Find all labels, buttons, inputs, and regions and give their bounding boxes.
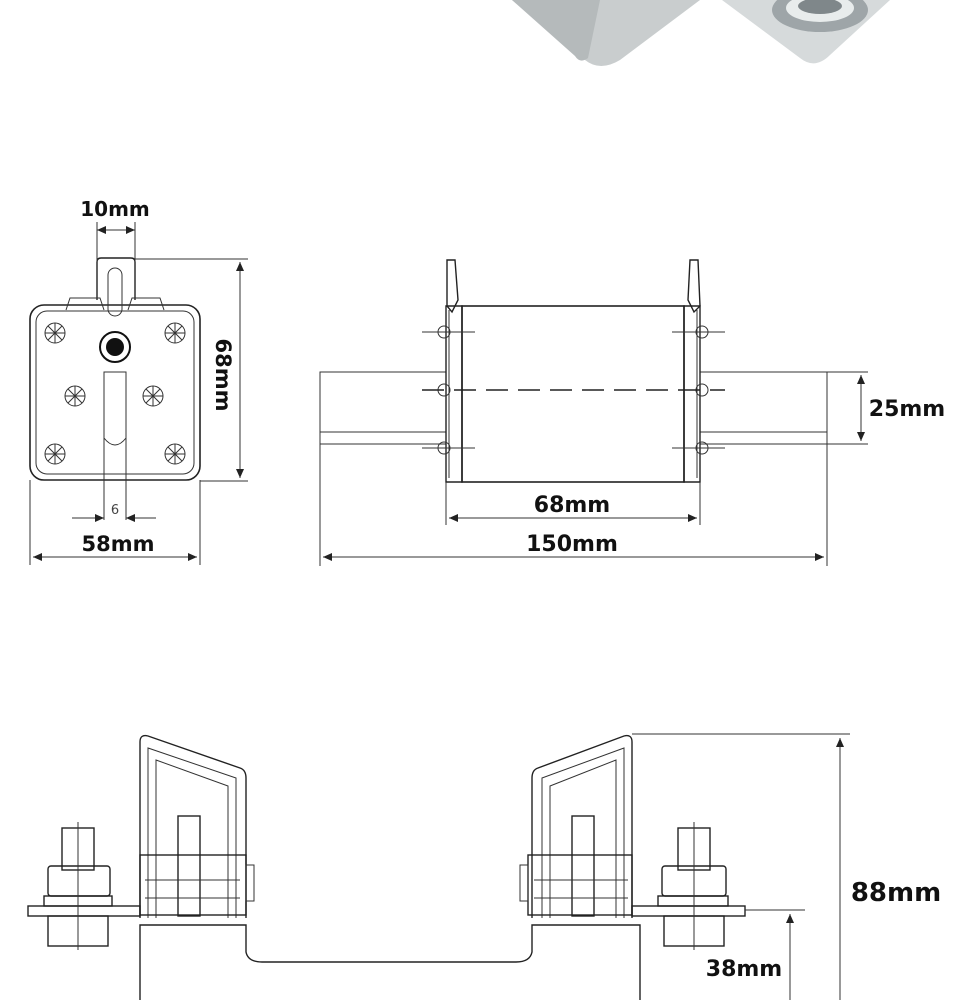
contact-height-label: 38mm [706,957,782,982]
front-height-label: 68mm [211,339,235,412]
base-view [27,733,850,1000]
total-length-label: 150mm [526,532,618,557]
slot-width-label: 10mm [80,197,150,221]
knife-thickness-label: 6 [111,503,119,518]
total-height-label: 88mm [851,878,941,908]
side-view [319,259,868,566]
blade-width-label: 25mm [869,397,945,422]
body-length-label: 68mm [534,493,610,518]
front-width-label: 58mm [82,532,155,556]
front-view [29,222,248,565]
product-photo-fragment [512,0,890,66]
